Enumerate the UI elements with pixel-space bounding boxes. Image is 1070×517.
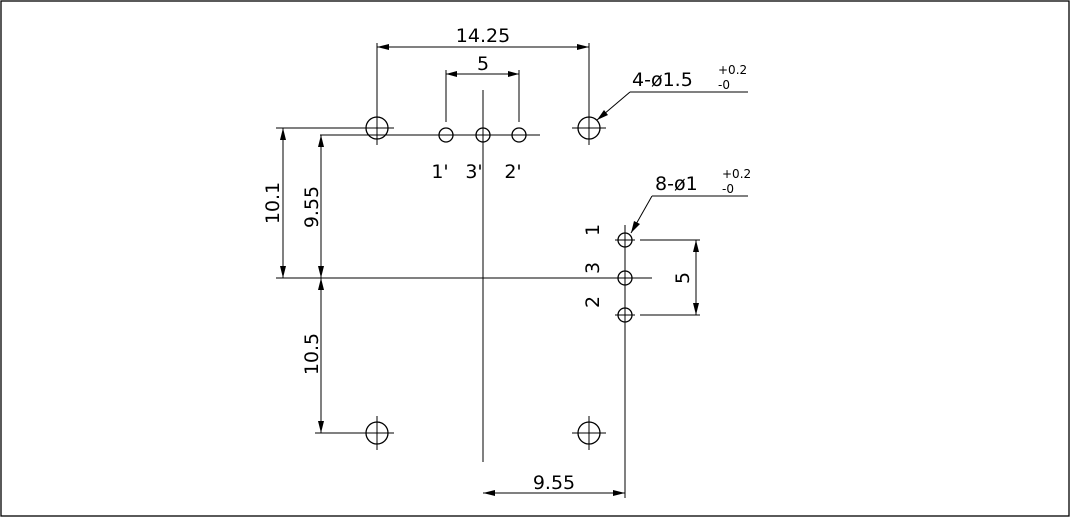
large-hole-bottom-left bbox=[360, 416, 394, 450]
callout-small-holes-tol-lower: -0 bbox=[722, 182, 734, 196]
small-hole-top-2 bbox=[509, 127, 529, 143]
dimension-left-inner-label: 9.55 bbox=[301, 186, 323, 228]
callout-small-holes-text: 8-ø1 bbox=[655, 173, 698, 195]
small-hole-right-3 bbox=[617, 270, 633, 286]
dimension-top-pitch-label: 5 bbox=[477, 53, 489, 75]
callout-large-holes: 4-ø1.5 +0.2 -0 bbox=[596, 63, 748, 121]
dimension-left-outer-label: 10.1 bbox=[262, 182, 284, 224]
large-hole-bottom-right bbox=[572, 416, 606, 450]
dimension-top-width: 14.25 bbox=[376, 25, 590, 115]
pin-label-right-1: 1 bbox=[582, 224, 604, 236]
dimension-right-pitch: 5 bbox=[640, 239, 700, 316]
dimension-left-lower: 10.5 bbox=[301, 278, 324, 433]
dimension-left-inner: 9.55 bbox=[301, 135, 324, 278]
large-hole-top-right bbox=[572, 111, 606, 145]
callout-large-holes-text: 4-ø1.5 bbox=[632, 69, 693, 91]
dimension-bottom-width: 9.55 bbox=[483, 472, 625, 496]
pin-label-top-1: 1' bbox=[431, 161, 448, 183]
pin-label-right-2: 2 bbox=[582, 296, 604, 308]
callout-large-holes-tol-lower: -0 bbox=[718, 78, 730, 92]
callout-small-holes: 8-ø1 +0.2 -0 bbox=[630, 167, 751, 234]
dimension-bottom-width-label: 9.55 bbox=[533, 472, 575, 494]
dimension-right-pitch-label: 5 bbox=[672, 272, 694, 284]
dimension-left-lower-label: 10.5 bbox=[301, 333, 323, 375]
small-hole-top-1 bbox=[436, 127, 456, 143]
dimension-top-width-label: 14.25 bbox=[456, 25, 510, 47]
pin-label-top-3: 3' bbox=[465, 161, 482, 183]
dimension-top-pitch: 5 bbox=[445, 53, 520, 122]
pin-label-right-3: 3 bbox=[582, 262, 604, 274]
callout-small-holes-tol-upper: +0.2 bbox=[722, 167, 751, 181]
pin-label-top-2: 2' bbox=[504, 161, 521, 183]
dimension-left-outer: 10.1 bbox=[262, 128, 286, 278]
small-hole-right-1 bbox=[615, 232, 635, 248]
callout-large-holes-tol-upper: +0.2 bbox=[718, 63, 747, 77]
small-hole-right-2 bbox=[615, 307, 635, 323]
